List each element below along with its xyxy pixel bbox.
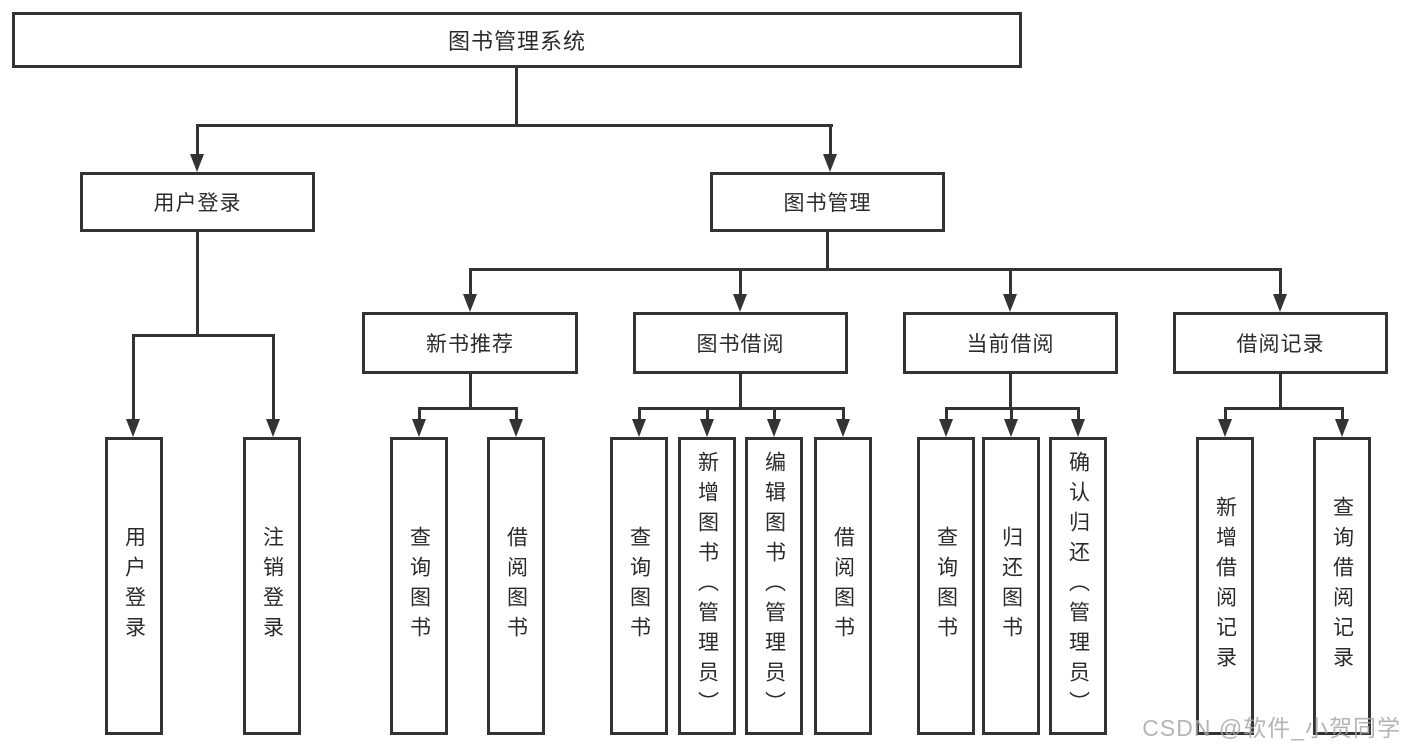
arrow-down-leaf-user-login	[126, 419, 140, 437]
arrow-down-query-borrow-record	[1335, 419, 1349, 437]
leaf-query-borrow-record-label: 查询借阅记录	[1330, 496, 1354, 676]
arrow-down-borrow-records	[1273, 294, 1287, 312]
connector-drop-add-book-admin	[706, 407, 709, 419]
leaf-query-books-2-label: 查询图书	[627, 526, 651, 646]
connector-drop-current-borrow	[1009, 268, 1012, 294]
node-root: 图书管理系统	[12, 12, 1022, 68]
connector-borrow-records-stem	[1279, 372, 1282, 410]
leaf-user-login-label: 用户登录	[122, 526, 146, 646]
leaf-add-book-admin: 新增图书（管理员）	[678, 437, 736, 735]
connector-book-management-stem	[826, 230, 829, 271]
arrow-down-borrow-books-1	[509, 419, 523, 437]
connector-drop-confirm-return-admin	[1077, 407, 1080, 419]
node-user-login: 用户登录	[80, 172, 315, 232]
leaf-query-books-3: 查询图书	[917, 437, 975, 735]
connector-drop-book-management	[829, 124, 832, 156]
connector-drop-book-borrow	[739, 268, 742, 294]
node-new-book-recommend-label: 新书推荐	[426, 333, 514, 356]
leaf-borrow-books-1: 借阅图书	[487, 437, 545, 735]
leaf-borrow-books-2: 借阅图书	[814, 437, 872, 735]
leaf-add-borrow-record: 新增借阅记录	[1196, 437, 1254, 735]
node-current-borrow-label: 当前借阅	[966, 333, 1055, 356]
leaf-confirm-return-admin-label: 确认归还（管理员）	[1066, 451, 1090, 721]
connector-drop-user-login	[196, 124, 199, 156]
connector-drop-query-books-3	[945, 407, 948, 419]
connector-book-borrow-splitter	[638, 407, 845, 410]
arrow-down-confirm-return-admin	[1071, 419, 1085, 437]
csdn-watermark: CSDN @软件_小贺同学	[1142, 715, 1401, 741]
leaf-query-books-1: 查询图书	[390, 437, 448, 735]
arrow-down-user-login	[190, 154, 204, 172]
connector-drop-leaf-logout	[272, 334, 275, 419]
connector-user-login-splitter	[132, 334, 275, 337]
connector-book-borrow-stem	[739, 372, 742, 410]
leaf-return-book: 归还图书	[982, 437, 1040, 735]
arrow-down-leaf-logout	[266, 419, 280, 437]
arrow-down-new-book-recommend	[463, 294, 477, 312]
connector-new-book-recommend-splitter	[418, 407, 518, 410]
connector-book-management-splitter	[469, 268, 1282, 271]
leaf-return-book-label: 归还图书	[999, 526, 1023, 646]
arrow-down-book-management	[823, 154, 837, 172]
connector-drop-new-book-recommend	[469, 268, 472, 294]
arrow-down-add-borrow-record	[1218, 419, 1232, 437]
connector-drop-add-borrow-record	[1224, 407, 1227, 419]
node-borrow-records: 借阅记录	[1173, 312, 1388, 374]
connector-borrow-records-splitter	[1224, 407, 1344, 410]
node-book-borrow: 图书借阅	[633, 312, 848, 374]
connector-drop-return-book	[1010, 407, 1013, 419]
leaf-query-borrow-record: 查询借阅记录	[1313, 437, 1371, 735]
connector-drop-borrow-records	[1279, 268, 1282, 294]
node-user-login-label: 用户登录	[153, 192, 242, 215]
arrow-down-query-books-2	[632, 419, 646, 437]
node-book-management: 图书管理	[710, 172, 945, 232]
arrow-down-query-books-3	[939, 419, 953, 437]
arrow-down-return-book	[1004, 419, 1018, 437]
connector-new-book-recommend-stem	[469, 372, 472, 410]
arrow-down-borrow-books-2	[836, 419, 850, 437]
leaf-edit-book-admin-label: 编辑图书（管理员）	[762, 451, 786, 721]
leaf-borrow-books-1-label: 借阅图书	[504, 526, 528, 646]
leaf-borrow-books-2-label: 借阅图书	[831, 526, 855, 646]
node-book-borrow-label: 图书借阅	[696, 333, 785, 356]
connector-drop-query-books-2	[638, 407, 641, 419]
leaf-query-books-2: 查询图书	[610, 437, 668, 735]
leaf-query-books-3-label: 查询图书	[934, 526, 958, 646]
leaf-logout-label: 注销登录	[260, 526, 284, 646]
leaf-add-book-admin-label: 新增图书（管理员）	[695, 451, 719, 721]
connector-root-splitter	[196, 124, 833, 127]
connector-drop-borrow-books-1	[515, 407, 518, 419]
connector-drop-leaf-user-login	[132, 334, 135, 419]
arrow-down-current-borrow	[1003, 294, 1017, 312]
node-current-borrow: 当前借阅	[903, 312, 1118, 374]
arrow-down-edit-book-admin	[767, 419, 781, 437]
leaf-confirm-return-admin: 确认归还（管理员）	[1049, 437, 1107, 735]
node-root-label: 图书管理系统	[447, 29, 586, 54]
connector-current-borrow-stem	[1009, 372, 1012, 410]
arrow-down-add-book-admin	[700, 419, 714, 437]
node-book-management-label: 图书管理	[783, 192, 872, 215]
connector-drop-query-books-1	[418, 407, 421, 419]
arrow-down-query-books-1	[412, 419, 426, 437]
connector-drop-borrow-books-2	[842, 407, 845, 419]
node-borrow-records-label: 借阅记录	[1236, 333, 1325, 356]
connector-drop-query-borrow-record	[1341, 407, 1344, 419]
leaf-query-books-1-label: 查询图书	[407, 526, 431, 646]
connector-drop-edit-book-admin	[773, 407, 776, 419]
connector-user-login-stem	[196, 230, 199, 337]
connector-root-stem	[515, 66, 518, 127]
leaf-logout: 注销登录	[243, 437, 301, 735]
arrow-down-book-borrow	[733, 294, 747, 312]
leaf-add-borrow-record-label: 新增借阅记录	[1213, 496, 1237, 676]
leaf-user-login: 用户登录	[105, 437, 163, 735]
leaf-edit-book-admin: 编辑图书（管理员）	[745, 437, 803, 735]
node-new-book-recommend: 新书推荐	[362, 312, 578, 374]
